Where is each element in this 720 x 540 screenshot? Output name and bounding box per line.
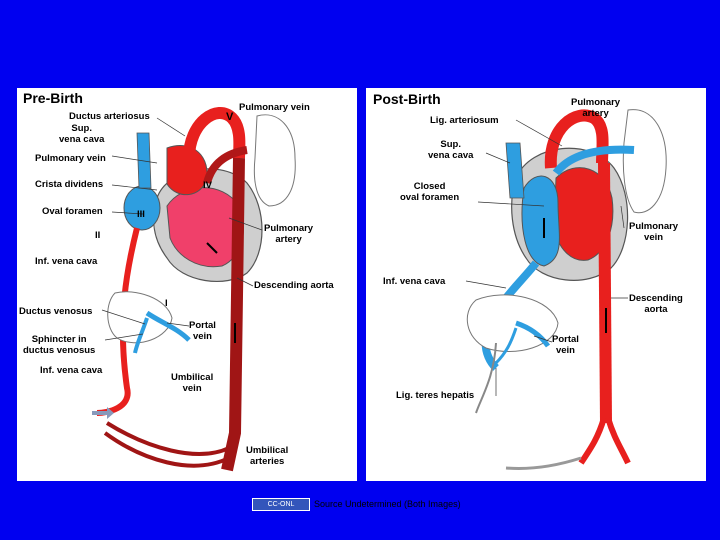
label-roman-i: I [165, 298, 168, 309]
label-closed-oval-foramen: Closed oval foramen [400, 181, 460, 203]
right-atrium-blue [123, 185, 161, 231]
pulmonary-trunk [203, 146, 248, 185]
aortic-arch [183, 107, 246, 159]
sup-vena-cava-vessel [136, 132, 152, 189]
liver-shape [466, 294, 559, 352]
label-pulmonary-vein: Pulmonary vein [239, 102, 310, 113]
label-portal-vein: Portal vein [189, 320, 216, 342]
label-sup-vena-cava: Sup. vena cava [59, 123, 105, 145]
lung-shape [622, 109, 667, 214]
label-oval-foramen: Oval foramen [42, 206, 103, 217]
post-birth-title: Post-Birth [373, 91, 441, 107]
label-pulmonary-vein: Pulmonary vein [629, 221, 679, 243]
label-pulmonary-vein-left: Pulmonary vein [35, 153, 106, 164]
pre-birth-diagram [92, 107, 296, 472]
lig-teres-hepatis-line [475, 342, 497, 414]
source-credit: Source Undetermined (Both Images) [314, 499, 461, 509]
label-roman-iv: IV [203, 180, 212, 191]
label-sphincter: Sphincter in ductus venosus [23, 334, 96, 356]
label-portal-vein: Portal vein [552, 334, 579, 356]
label-umbilical-vein: Umbilical vein [171, 372, 214, 394]
post-birth-diagram [465, 109, 667, 470]
label-ductus-arteriosus: Ductus arteriosus [69, 111, 150, 122]
umbilical-inlet-arrow [92, 407, 114, 419]
license-logo: CC-ONL [252, 497, 310, 511]
descending-aorta-vessel [598, 162, 612, 424]
descending-aorta-vessel [221, 157, 245, 472]
post-birth-panel: Post-Birth Pulmonary artery Lig. arterio… [366, 88, 706, 481]
label-sup-vena-cava: Sup. vena cava [428, 139, 474, 161]
umbilical-artery-2 [103, 431, 230, 468]
aorta-bifurcation-right [605, 417, 631, 465]
portal-vein-vessel [515, 320, 551, 348]
label-roman-ii: II [95, 230, 101, 241]
right-heart-blue [521, 175, 560, 267]
label-pulmonary-artery: Pulmonary artery [571, 97, 621, 119]
aorta-bifurcation-left [578, 417, 607, 465]
liver-shape [107, 291, 173, 344]
label-lig-teres-hepatis: Lig. teres hepatis [396, 390, 475, 401]
source-footer: CC-ONL Source Undetermined (Both Images) [252, 497, 461, 511]
sup-vena-cava-vessel [505, 142, 525, 199]
leader-lines [465, 119, 628, 396]
label-ductus-venosus: Ductus venosus [19, 306, 93, 317]
label-lig-arteriosum: Lig. arteriosum [430, 115, 499, 126]
label-pulmonary-artery: Pulmonary artery [264, 223, 314, 245]
umbilical-vein-vessel [96, 227, 140, 416]
pre-birth-panel: Pre-Birth Pulmonary vein Ductus arterios… [17, 88, 357, 481]
umbilical-remnant [505, 456, 582, 470]
portal-branch [133, 317, 149, 354]
label-roman-v: V [226, 111, 234, 123]
label-roman-iii: III [137, 209, 145, 220]
portal-branch [494, 327, 518, 365]
aortic-arch [544, 109, 609, 169]
label-inf-vena-cava-lower: Inf. vena cava [40, 365, 103, 376]
lung-shape [253, 114, 296, 207]
label-inf-vena-cava: Inf. vena cava [383, 276, 446, 287]
label-crista-dividens: Crista dividens [35, 179, 104, 190]
label-umbilical-arteries: Umbilical arteries [246, 445, 289, 467]
pre-birth-title: Pre-Birth [23, 90, 83, 106]
flow-arrow-2 [206, 242, 218, 254]
pulmonary-artery-vessel [552, 145, 635, 176]
label-descending-aorta: Descending aorta [254, 280, 334, 291]
label-inf-vena-cava-upper: Inf. vena cava [35, 256, 98, 267]
umbilical-artery-1 [105, 421, 230, 456]
leader-lines [101, 117, 263, 341]
label-descending-aorta: Descending aorta [629, 293, 683, 315]
portal-vein-vessel [145, 310, 191, 342]
